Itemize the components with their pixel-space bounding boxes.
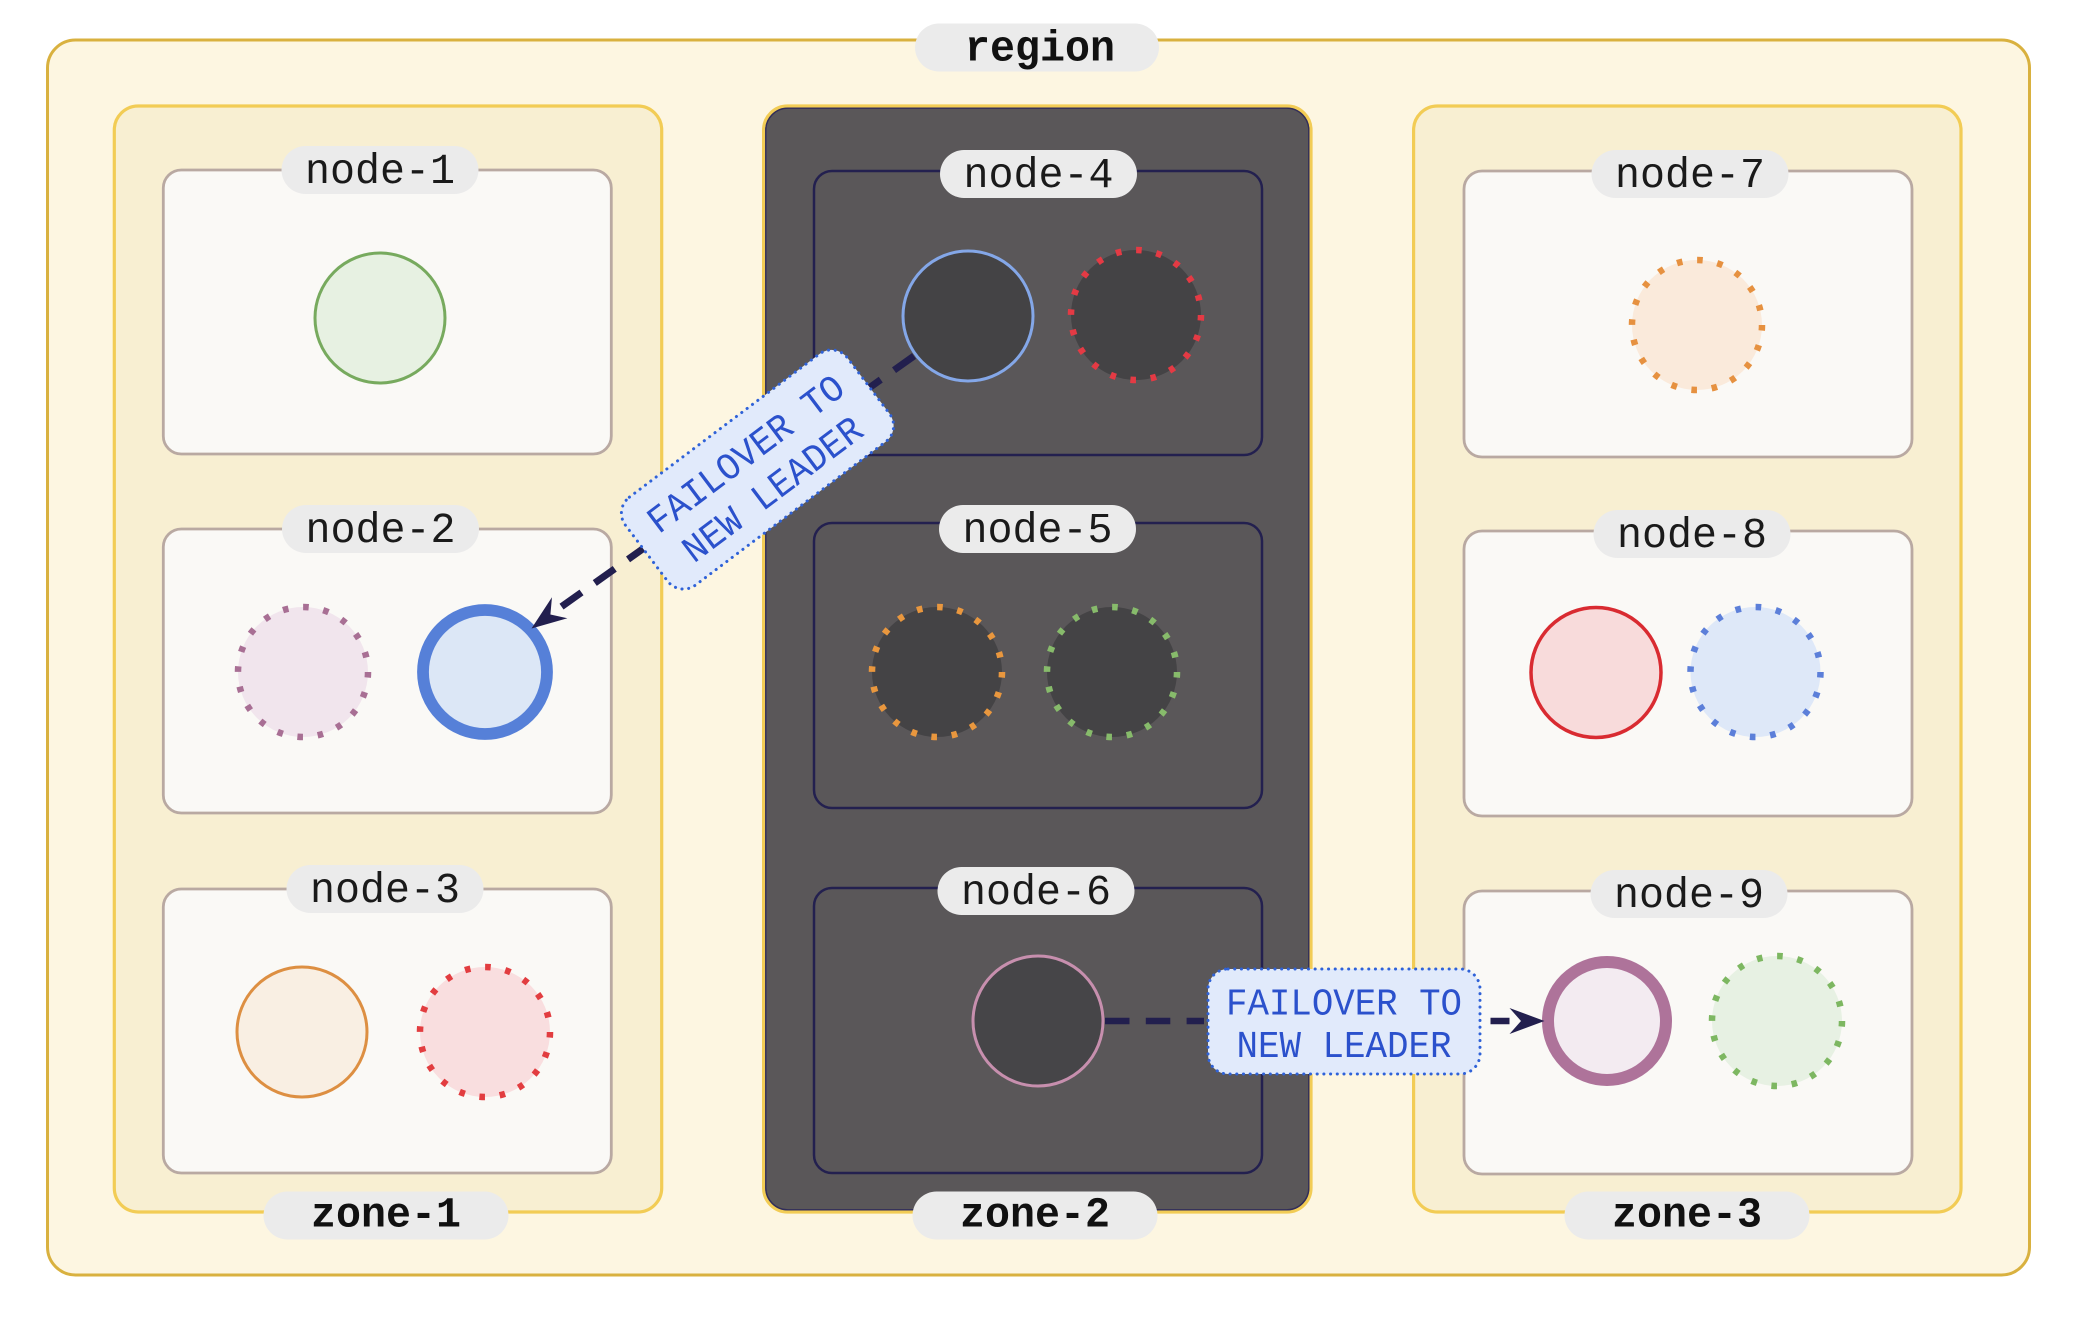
svg-text:zone-1: zone-1 xyxy=(311,1190,461,1239)
svg-text:node-9: node-9 xyxy=(1614,871,1764,920)
svg-text:node-2: node-2 xyxy=(306,506,456,555)
svg-text:FAILOVER TO: FAILOVER TO xyxy=(1226,984,1462,1027)
svg-text:node-8: node-8 xyxy=(1617,511,1767,560)
svg-text:zone-2: zone-2 xyxy=(960,1190,1110,1239)
svg-text:node-7: node-7 xyxy=(1615,151,1765,200)
svg-text:node-6: node-6 xyxy=(961,868,1111,917)
svg-text:node-1: node-1 xyxy=(305,147,455,196)
svg-text:node-3: node-3 xyxy=(310,866,460,915)
svg-text:region: region xyxy=(965,25,1115,75)
svg-text:node-5: node-5 xyxy=(963,506,1113,555)
svg-text:NEW LEADER: NEW LEADER xyxy=(1237,1026,1452,1069)
svg-text:zone-3: zone-3 xyxy=(1612,1190,1762,1239)
svg-text:node-4: node-4 xyxy=(964,151,1114,200)
